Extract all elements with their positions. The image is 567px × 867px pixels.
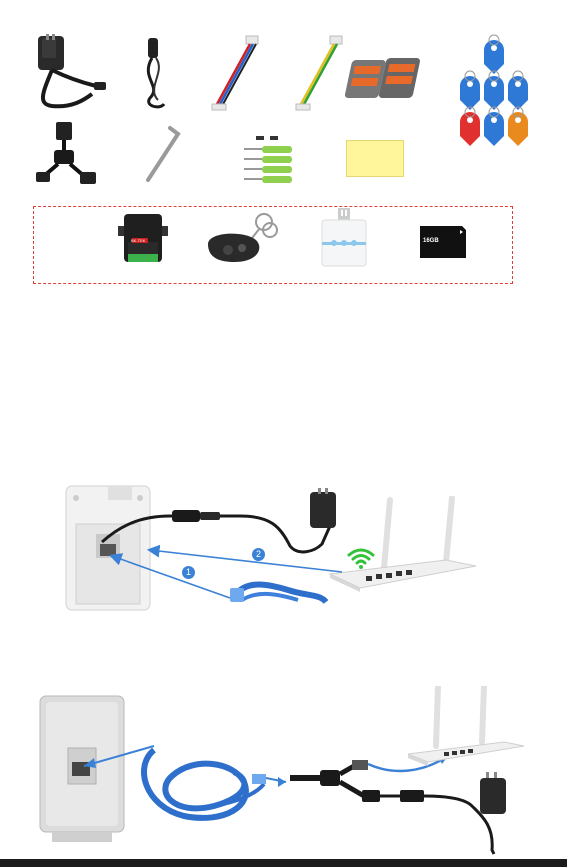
remote-icon [204, 210, 280, 270]
step-badge-router: 2 [252, 548, 265, 561]
blank-label-icon [346, 140, 404, 177]
yellow-green-harness-icon [288, 34, 348, 114]
wifi-icon [346, 546, 376, 570]
sd-card-capacity: 16GB [423, 238, 439, 244]
diagram-poe-setup [24, 686, 564, 858]
power-module-label: BK-TEK [131, 238, 145, 243]
wire-connectors-icon [344, 52, 426, 108]
red-blue-harness-icon [202, 34, 262, 114]
allen-key-icon [140, 124, 186, 188]
power-adapter-icon [32, 34, 112, 114]
ethernet-cable-coil-icon [228, 576, 328, 610]
page-footer-bar [0, 859, 567, 867]
dc-cable-icon [130, 38, 180, 116]
router-icon [326, 496, 496, 592]
chime-icon [316, 208, 374, 270]
rfid-tags-icon [452, 34, 536, 150]
poe-splitter-icon [34, 118, 104, 188]
step-badge-ethernet: 1 [182, 566, 195, 579]
screws-anchors-icon [240, 136, 300, 184]
